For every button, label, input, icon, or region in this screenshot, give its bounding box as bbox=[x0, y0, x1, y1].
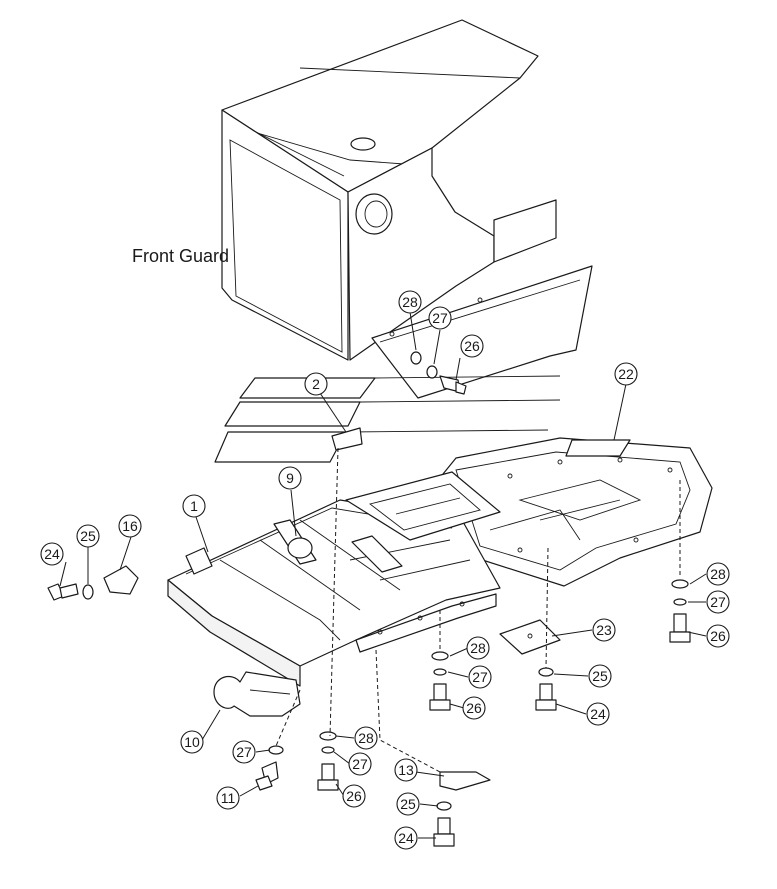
svg-text:1: 1 bbox=[190, 498, 198, 514]
callout-27-right: 27 bbox=[706, 590, 730, 614]
svg-text:25: 25 bbox=[400, 796, 416, 812]
callout-27-top: 27 bbox=[428, 306, 452, 330]
svg-text:27: 27 bbox=[472, 669, 488, 685]
callout-22: 22 bbox=[614, 362, 638, 386]
svg-text:28: 28 bbox=[358, 730, 374, 746]
callout-10: 10 bbox=[180, 730, 204, 754]
rear-panel bbox=[371, 265, 593, 399]
svg-text:2: 2 bbox=[312, 376, 320, 392]
callout-26-mid: 26 bbox=[462, 696, 486, 720]
svg-text:28: 28 bbox=[402, 294, 418, 310]
svg-text:24: 24 bbox=[590, 706, 606, 722]
svg-text:26: 26 bbox=[466, 700, 482, 716]
leader-lines bbox=[59, 311, 707, 839]
callout-23: 23 bbox=[592, 618, 616, 642]
plate-part-16 bbox=[103, 565, 139, 595]
callout-25-left: 25 bbox=[76, 524, 100, 548]
callout-1: 1 bbox=[182, 494, 206, 518]
centre-plate bbox=[345, 471, 501, 541]
svg-text:27: 27 bbox=[352, 756, 368, 772]
svg-text:26: 26 bbox=[346, 788, 362, 804]
callout-27-mid: 27 bbox=[468, 665, 492, 689]
callout-24-left: 24 bbox=[40, 542, 64, 566]
bolt-left bbox=[47, 583, 79, 601]
svg-text:13: 13 bbox=[398, 762, 414, 778]
svg-text:22: 22 bbox=[618, 366, 634, 382]
callout-28-top: 28 bbox=[398, 290, 422, 314]
callout-26-top: 26 bbox=[460, 334, 484, 358]
svg-text:16: 16 bbox=[122, 518, 138, 534]
svg-text:24: 24 bbox=[44, 546, 60, 562]
svg-text:28: 28 bbox=[710, 566, 726, 582]
callouts: 1 2 9 10 11 13 16 22 23 24 25 28 27 26 2… bbox=[40, 290, 730, 850]
callout-13: 13 bbox=[394, 758, 418, 782]
fasteners bbox=[255, 351, 691, 847]
svg-text:27: 27 bbox=[236, 744, 252, 760]
callout-24-bottom: 24 bbox=[394, 826, 418, 850]
svg-text:25: 25 bbox=[592, 668, 608, 684]
callout-26-right: 26 bbox=[706, 624, 730, 648]
svg-text:10: 10 bbox=[184, 734, 200, 750]
callout-16: 16 bbox=[118, 514, 142, 538]
callout-27-lower: 27 bbox=[348, 752, 372, 776]
washer-left bbox=[82, 584, 94, 600]
svg-text:27: 27 bbox=[710, 594, 726, 610]
svg-text:26: 26 bbox=[710, 628, 726, 644]
callout-25-mid: 25 bbox=[588, 664, 612, 688]
svg-text:11: 11 bbox=[221, 790, 236, 806]
callout-11: 11 bbox=[216, 786, 240, 810]
svg-text:9: 9 bbox=[286, 470, 294, 486]
svg-text:26: 26 bbox=[464, 338, 480, 354]
front-guard-hood bbox=[221, 19, 557, 361]
callout-28-lower: 28 bbox=[354, 726, 378, 750]
callout-28-right: 28 bbox=[706, 562, 730, 586]
callout-2: 2 bbox=[304, 372, 328, 396]
tow-hook bbox=[213, 671, 301, 717]
callout-9: 9 bbox=[278, 466, 302, 490]
callout-28-mid: 28 bbox=[466, 636, 490, 660]
svg-text:27: 27 bbox=[432, 310, 448, 326]
svg-text:25: 25 bbox=[80, 528, 96, 544]
svg-text:28: 28 bbox=[470, 640, 486, 656]
plate-part-23 bbox=[499, 619, 561, 655]
rear-pan bbox=[429, 437, 713, 587]
diagram-title: Front Guard bbox=[132, 246, 229, 266]
callout-27-hook: 27 bbox=[232, 740, 256, 764]
clip-part-2 bbox=[331, 427, 363, 451]
svg-text:23: 23 bbox=[596, 622, 612, 638]
callout-25-bottom: 25 bbox=[396, 792, 420, 816]
bracket-part-13 bbox=[439, 771, 491, 791]
callout-26-lower: 26 bbox=[342, 784, 366, 808]
callout-24-mid: 24 bbox=[586, 702, 610, 726]
svg-text:24: 24 bbox=[398, 830, 414, 846]
